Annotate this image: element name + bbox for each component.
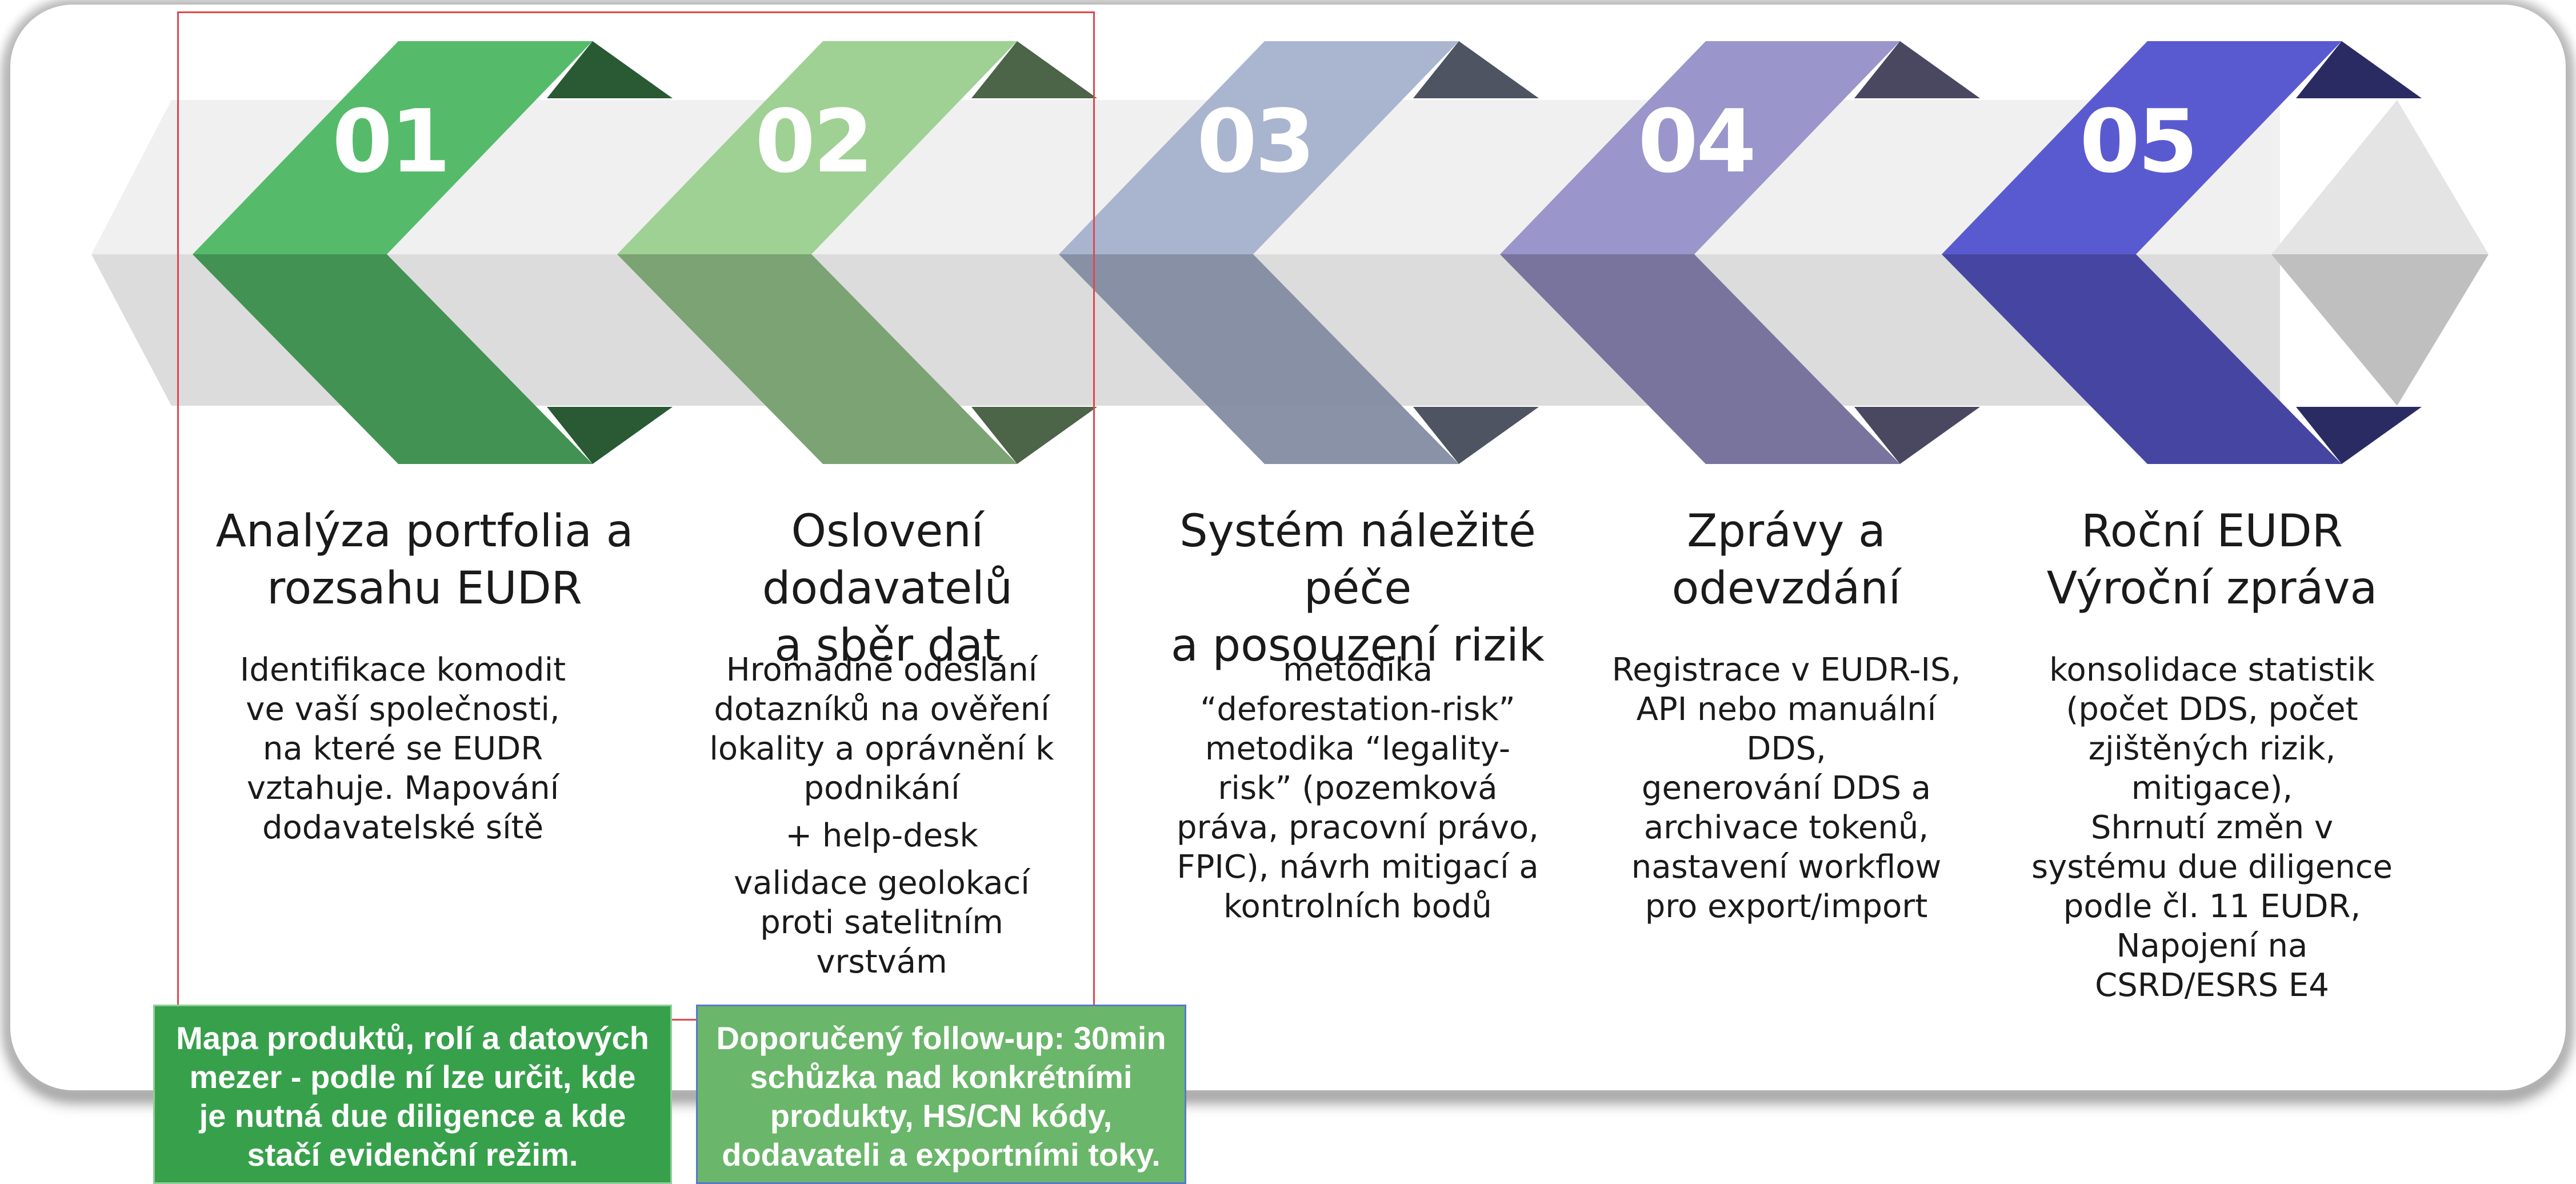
- chevron-fold-bottom-1: [547, 407, 673, 464]
- highlight-frame: [177, 11, 1095, 1021]
- chevron-top-4: [1500, 41, 1900, 254]
- step-title-04: Zprávy a odevzdání: [1671, 506, 1901, 614]
- step-title-03: Systém náležité péče a posouzení rizik: [1171, 506, 1545, 671]
- chevron-fold-bottom-3: [1413, 407, 1539, 464]
- chevron-bottom-5: [1942, 254, 2342, 464]
- step-title-01: Analýza portfolia a rozsahu EUDR: [215, 506, 634, 614]
- step-description-05: konsolidace statistik (počet DDS, počet …: [2031, 651, 2393, 1004]
- step-number-05: 05: [2079, 91, 2198, 192]
- chevron-top-3: [1059, 41, 1459, 254]
- step-number-01: 01: [332, 91, 451, 192]
- step-description-01: Identifikace komodit ve vaší společnosti…: [239, 651, 566, 846]
- step-number-02: 02: [755, 91, 874, 192]
- step-number-03: 03: [1197, 91, 1315, 192]
- step-description-02: Hromadné odeslání dotazníků na ověření l…: [709, 651, 1054, 981]
- arrow-head-top: [2271, 100, 2489, 254]
- chevron-fold-top-3: [1413, 41, 1539, 98]
- chevron-bottom-2: [617, 254, 1017, 464]
- chevron-fold-top-5: [2296, 41, 2422, 98]
- chevron-fold-bottom-5: [2296, 407, 2422, 464]
- chevron-fold-bottom-2: [971, 407, 1097, 464]
- chevron-top-1: [193, 41, 593, 254]
- step-number-04: 04: [1638, 91, 1757, 192]
- chevron-bottom-1: [193, 254, 593, 464]
- step-description-04: Registrace v EUDR-IS, API nebo manuální …: [1611, 651, 1961, 925]
- chevron-bottom-3: [1059, 254, 1459, 464]
- callout-follow-up: Doporučený follow-up: 30min schůzka nad …: [696, 1005, 1186, 1184]
- step-title-05: Roční EUDR Výroční zpráva: [2046, 506, 2378, 614]
- chevron-fold-top-4: [1854, 41, 1980, 98]
- arrow-head-bottom: [2271, 254, 2489, 406]
- chevron-fold-top-2: [971, 41, 1097, 98]
- callout-portfolio-map: Mapa produktů, rolí a datových mezer - p…: [153, 1005, 672, 1184]
- chevron-top-5: [1942, 41, 2342, 254]
- chevron-bottom-4: [1500, 254, 1900, 464]
- chevron-fold-top-1: [547, 41, 673, 98]
- chevron-top-2: [617, 41, 1017, 254]
- step-description-03: metodika “deforestation-risk” metodika “…: [1177, 651, 1539, 925]
- chevron-fold-bottom-4: [1854, 407, 1980, 464]
- step-title-02: Oslovení dodavatelů a sběr dat: [762, 506, 1013, 671]
